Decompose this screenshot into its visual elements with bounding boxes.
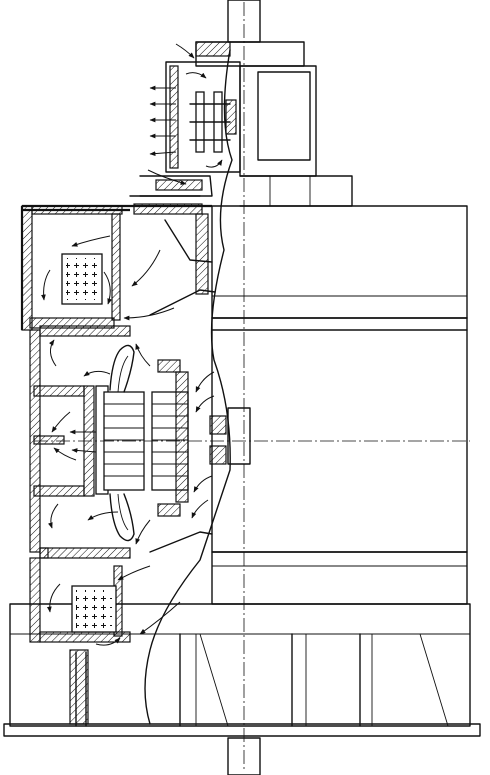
- centre-lines: [34, 2, 470, 772]
- exciter-winding: [189, 91, 237, 153]
- stator-core: [95, 359, 227, 517]
- cutaway-section: [20, 41, 241, 725]
- stator-frame: [211, 205, 468, 605]
- break-line: [144, 49, 233, 725]
- airflow-arrows: [41, 43, 223, 646]
